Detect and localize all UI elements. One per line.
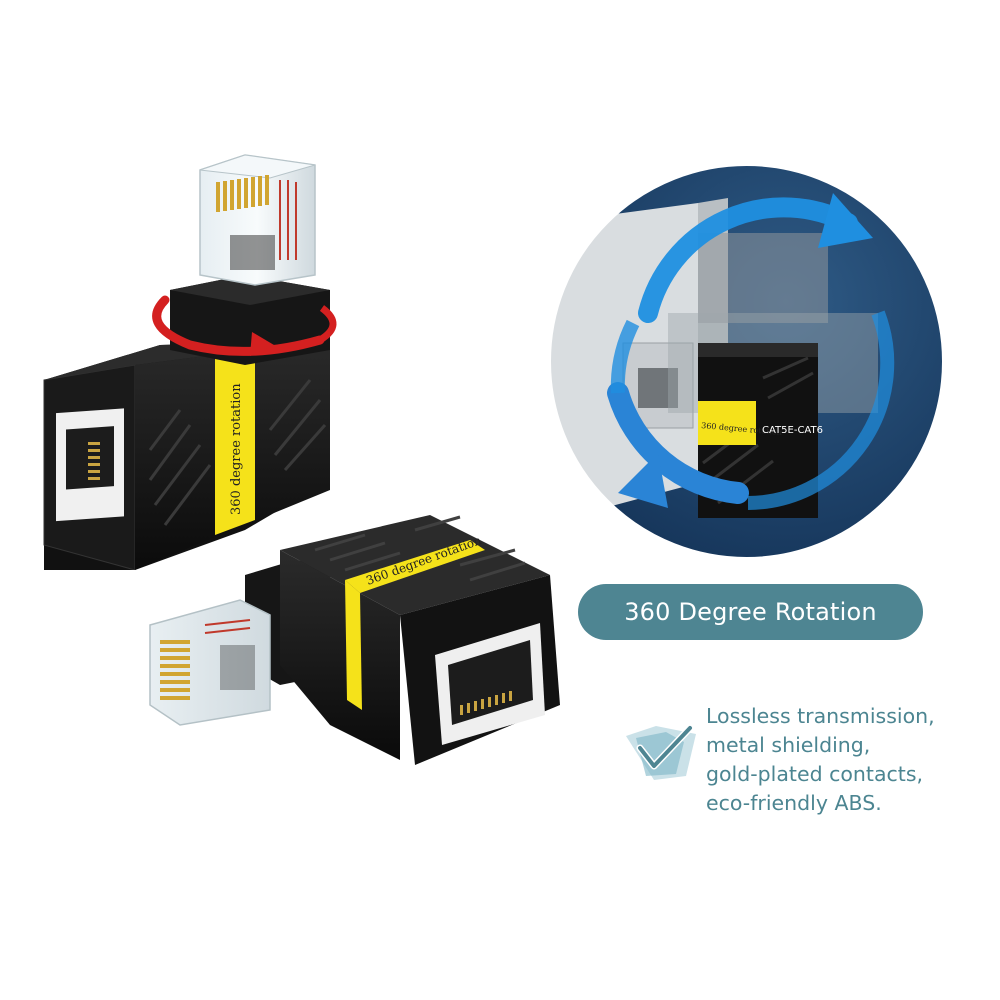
rotation-inset-image: 360 degree rotation CAT5E-CAT6	[548, 163, 945, 560]
top-adapter-band-text: 360 degree rotation	[229, 383, 244, 515]
feature-line: gold-plated contacts,	[706, 762, 924, 786]
feature-line: eco-friendly ABS.	[706, 791, 882, 815]
right-angle-adapter-top-image: 360 degree rotation	[43, 154, 337, 570]
feature-line: metal shielding,	[706, 733, 871, 757]
rotation-badge: 360 Degree Rotation	[578, 584, 923, 640]
rotation-badge-label: 360 Degree Rotation	[624, 598, 877, 626]
feature-list: Lossless transmission, metal shielding, …	[706, 702, 996, 818]
right-angle-adapter-bottom-image: 360 degree rotation	[149, 515, 560, 765]
inset-model-label: CAT5E-CAT6	[762, 425, 823, 436]
feature-line: Lossless transmission,	[706, 704, 935, 728]
check-icon	[626, 724, 696, 780]
